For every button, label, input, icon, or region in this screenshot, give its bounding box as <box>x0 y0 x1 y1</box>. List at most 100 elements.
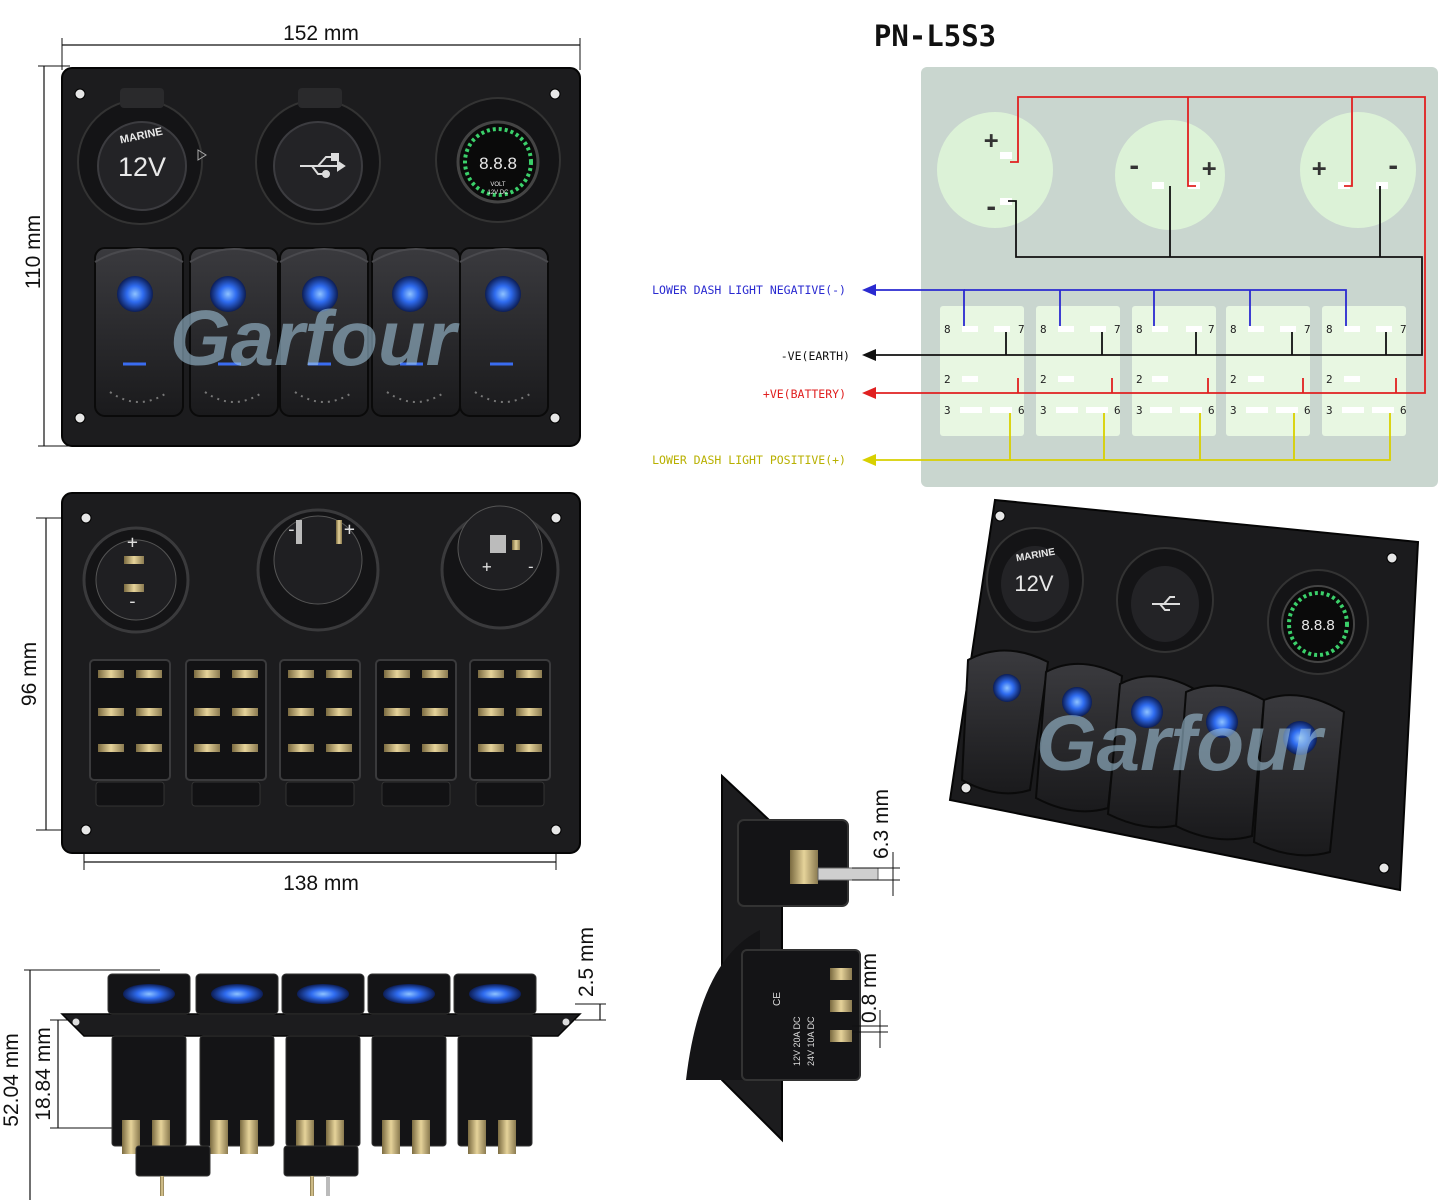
svg-text:3: 3 <box>1136 404 1143 417</box>
led-icon <box>1062 687 1092 717</box>
negative-wire <box>868 289 1347 330</box>
svg-text:6: 6 <box>1018 404 1025 417</box>
svg-text:7: 7 <box>1018 323 1025 336</box>
rocker-depth-label: 18.84 mm <box>32 1027 55 1120</box>
rocker-switch-p5 <box>1252 694 1346 857</box>
detail-dimension-lines <box>852 852 900 1048</box>
svg-text:6: 6 <box>1400 404 1407 417</box>
led-icon <box>993 674 1021 702</box>
svg-text:8: 8 <box>1326 323 1333 336</box>
svg-text:+: + <box>127 532 138 553</box>
socket-voltage-mark: 12V <box>118 152 166 182</box>
svg-text:8: 8 <box>1040 323 1047 336</box>
svg-text:7: 7 <box>1208 323 1215 336</box>
side-switch-2 <box>195 973 279 1154</box>
side-switches <box>107 973 537 1154</box>
side-switch-4 <box>367 973 451 1154</box>
svg-text:8: 8 <box>1136 323 1143 336</box>
panel-thickness-label: 2.5 mm <box>575 927 598 997</box>
rocker-switches-front <box>94 247 549 417</box>
front-height-label: 110 mm <box>22 215 45 289</box>
front-width-label: 152 mm <box>283 22 359 45</box>
rocker-switch-p4 <box>1174 684 1266 841</box>
voltmeter-perspective: 8.8.8 <box>1267 569 1369 675</box>
led-icon <box>1206 706 1238 738</box>
mounting-holes-front <box>74 88 561 424</box>
battery-arrow-icon <box>862 387 876 399</box>
wiring-diagram: + - - + + - <box>652 67 1438 487</box>
side-panel-plate <box>60 1013 582 1037</box>
led-icon <box>117 276 153 312</box>
svg-text:2: 2 <box>1040 373 1047 386</box>
svg-text:+: + <box>1202 154 1216 182</box>
led-icon <box>210 276 246 312</box>
pin-terminals <box>960 326 1394 413</box>
battery-wire <box>868 96 1426 394</box>
led-icon <box>1131 696 1163 728</box>
voltmeter-dc: 12V DC <box>487 190 509 196</box>
svg-text:3: 3 <box>1230 404 1237 417</box>
detail-switch: CE 12V 20A DC 24V 10A DC <box>686 930 861 1081</box>
back-height-label: 96 mm <box>18 642 41 706</box>
led-icon <box>392 276 428 312</box>
side-switch-3 <box>281 973 365 1154</box>
negative-arrow-icon <box>862 284 876 296</box>
front-panel-view: 152 mm 110 mm MARINE 12V <box>22 22 581 447</box>
socket-12v-front: MARINE 12V <box>77 88 207 225</box>
earth-wire <box>868 186 1423 356</box>
svg-text:3: 3 <box>1040 404 1047 417</box>
depth-detail-view: CE 12V 20A DC 24V 10A DC 6.3 mm 0.8 mm <box>686 773 900 1143</box>
usb-icon <box>1152 596 1180 611</box>
socket-backs: + - - + + - <box>82 505 560 634</box>
svg-text:3: 3 <box>944 404 951 417</box>
svg-text:8: 8 <box>1230 323 1237 336</box>
lower-dash-negative-label: LOWER DASH LIGHT NEGATIVE(-) <box>652 283 846 297</box>
relay-rating-24v: 24V 10A DC <box>806 1016 816 1066</box>
svg-text:2: 2 <box>944 373 951 386</box>
detail-socket <box>737 819 879 907</box>
svg-text:12V: 12V <box>1014 571 1053 596</box>
socket-12v-perspective: MARINE 12V <box>986 527 1084 633</box>
svg-text:-: - <box>127 591 138 612</box>
relay-ce-mark: CE <box>772 992 783 1006</box>
rocker-switches-perspective <box>960 649 1346 857</box>
wire-arrows <box>862 284 876 466</box>
socket-circles <box>937 112 1416 230</box>
earth-label: -VE(EARTH) <box>781 349 850 363</box>
svg-text:6: 6 <box>1114 404 1121 417</box>
back-width-label: 138 mm <box>283 872 359 895</box>
side-view: 52.04 mm 18.84 mm 2.5 mm <box>0 927 606 1200</box>
svg-text:6: 6 <box>1304 404 1311 417</box>
relay-rating-12v: 12V 20A DC <box>792 1016 802 1066</box>
lower-dash-positive-label: LOWER DASH LIGHT POSITIVE(+) <box>652 453 846 467</box>
svg-text:+: + <box>984 126 998 154</box>
svg-text:2: 2 <box>1230 373 1237 386</box>
svg-text:8: 8 <box>944 323 951 336</box>
led-icon <box>1283 721 1317 755</box>
voltmeter-reading: 8.8.8 <box>479 154 517 173</box>
svg-text:6: 6 <box>1208 404 1215 417</box>
back-panel-view: 96 mm 138 mm + - - + + <box>18 492 581 895</box>
rocker-switch-p2 <box>1034 662 1124 813</box>
rocker-switch-4 <box>371 247 461 417</box>
voltmeter-label: VOLT <box>490 182 506 188</box>
usb-socket-front <box>255 88 381 225</box>
side-switch-5 <box>453 973 537 1154</box>
svg-text:2: 2 <box>1136 373 1143 386</box>
svg-text:+: + <box>482 557 492 576</box>
svg-text:7: 7 <box>1400 323 1407 336</box>
switch-back-2 <box>185 659 267 807</box>
rocker-switch-3 <box>279 247 369 417</box>
rocker-switch-5 <box>459 247 549 417</box>
perspective-panel-view: MARINE 12V 8.8.8 <box>948 498 1420 892</box>
rocker-switch-1 <box>94 247 184 417</box>
socket-bodies-side <box>135 1145 359 1196</box>
svg-text:+: + <box>344 519 355 540</box>
led-icon <box>302 276 338 312</box>
svg-text:-: - <box>1386 152 1400 180</box>
switch-back-1 <box>89 659 171 807</box>
rocker-switch-p1 <box>960 649 1050 795</box>
svg-text:+: + <box>1312 154 1326 182</box>
